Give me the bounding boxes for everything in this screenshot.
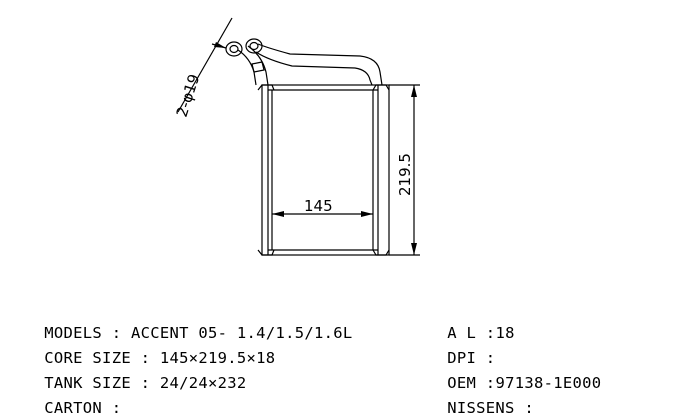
width-label: 145 [304,197,333,215]
diameter-leader-line [177,17,233,113]
spec-core-size-separator: : [130,348,160,367]
spec-oem-label: OEM [447,373,477,392]
pipe-flange-right-inner [249,41,259,51]
spec-tank-size-value: 24/24×232 [159,373,247,392]
spec-models-value: ACCENT 05- 1.4/1.5/1.6L [130,323,353,342]
spec-dpi-separator: : [476,348,496,367]
core-outline [261,84,390,256]
spec-nissens-label: NISSENS [447,398,515,417]
spec-core-size-value: 145×219.5×18 [159,348,276,367]
spec-al-label: A L [447,323,477,342]
pipe-bracket [251,61,265,73]
spec-models-separator: : [102,323,131,342]
height-arrow-bottom [411,243,417,255]
height-arrow-top [411,85,417,97]
outlet-pipe [255,43,383,86]
inlet-pipe [237,45,269,86]
spec-core-size-row: CORE SIZE : 145×219.5×18 [25,335,275,366]
top-right-cap [372,84,390,91]
spec-al-value: 18 [495,323,515,342]
bottom-left-cap [257,249,275,256]
pipe-diameter-label: 2-φ19 [173,72,204,119]
width-arrow-left [272,211,284,217]
spec-models-label: MODELS [44,323,103,342]
top-left-cap [257,84,275,91]
spec-nissens-row: NISSENS : [428,385,534,416]
spec-tank-size-row: TANK SIZE : 24/24×232 [25,360,247,391]
heater-core-drawing: 2-φ19 145 219.5 [173,17,420,256]
diameter-arrow [214,42,226,48]
spec-models-row: MODELS : ACCENT 05- 1.4/1.5/1.6L [25,310,353,341]
spec-oem-separator: : [476,373,496,392]
spec-al-separator: : [476,323,496,342]
spec-tank-size-label: TANK SIZE [44,373,131,392]
spec-carton-row: CARTON : [25,385,131,416]
spec-dpi-label: DPI [447,348,477,367]
spec-tank-size-separator: : [130,373,160,392]
spec-dpi-row: DPI : [428,335,495,366]
spec-nissens-separator: : [514,398,534,417]
pipe-flange-left-inner [229,44,239,54]
spec-oem-value: 97138-1E000 [495,373,602,392]
spec-al-row: A L :18 [428,310,515,341]
bottom-right-cap [372,249,390,256]
width-arrow-right [361,211,373,217]
spec-carton-label: CARTON [44,398,103,417]
pipe-flange-left [225,41,243,57]
pipe-flange-right [245,38,263,54]
spec-core-size-label: CORE SIZE [44,348,131,367]
height-label: 219.5 [396,153,414,196]
spec-oem-row: OEM :97138-1E000 [428,360,601,391]
spec-carton-separator: : [102,398,131,417]
